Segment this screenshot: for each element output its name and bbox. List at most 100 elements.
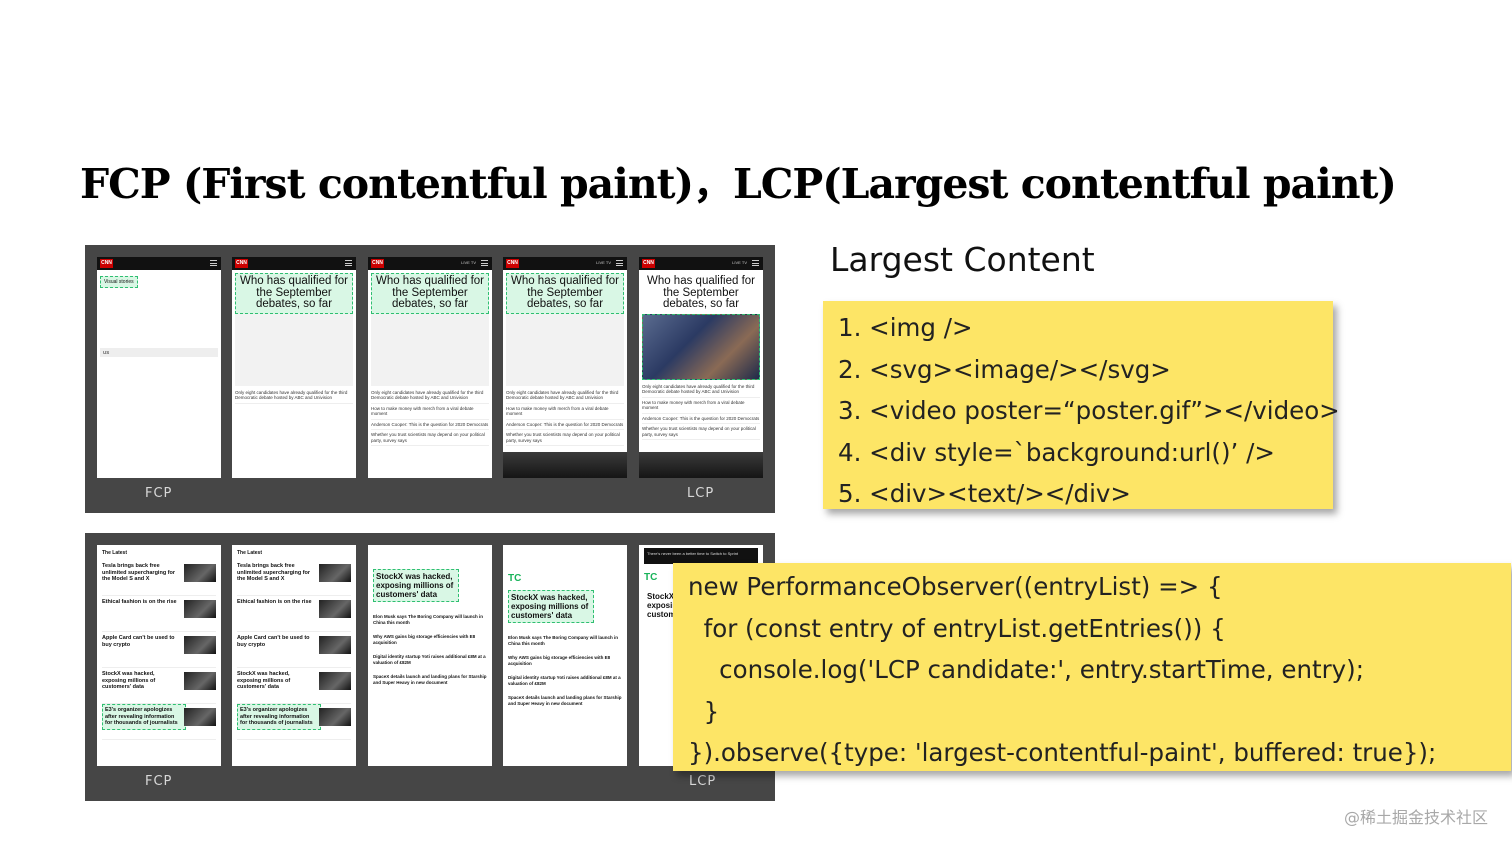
menu-icon <box>616 260 623 266</box>
filmstrip-frame: CNN Who has qualified for the September … <box>232 257 356 478</box>
item-title: Apple Card can't be used to buy crypto <box>237 635 310 648</box>
lcp-label: LCP <box>687 486 715 501</box>
filmstrip-frame: CNN LIVE TV Who has qualified for the Se… <box>639 257 763 478</box>
article-line: How to make money with merch from a vira… <box>506 406 624 420</box>
visual-stories-tag: Visual stories <box>100 276 138 288</box>
headline-highlight: Who has qualified for the September deba… <box>235 273 353 314</box>
article-list: Only eight candidates have already quali… <box>506 390 624 446</box>
list-item: Apple Card can't be used to buy crypto <box>237 632 351 668</box>
largest-content-list-note: 1. <img /> 2. <svg><image/></svg> 3. <vi… <box>823 301 1340 509</box>
headline-highlight: Who has qualified for the September deba… <box>371 273 489 314</box>
article-line: Elon Musk says The Boring Company will l… <box>373 614 484 625</box>
list-item: 4. <div style=`background:url()’ /> <box>838 437 1275 467</box>
list-item: 2. <svg><image/></svg> <box>838 354 1171 384</box>
filmstrip-frame: CNN LIVE TV Who has qualified for the Se… <box>368 257 492 478</box>
thumbnail <box>319 708 351 726</box>
list-item: Tesla brings back free unlimited superch… <box>237 560 351 596</box>
headline: Who has qualified for the September deba… <box>646 275 756 310</box>
list-item-highlight: E3's organizer apologizes after revealin… <box>102 704 216 740</box>
article-line: Whether you trust scientists may depend … <box>506 432 624 446</box>
cnn-logo: CNN <box>100 259 113 268</box>
article-line: Whether you trust scientists may depend … <box>371 432 489 446</box>
code-line: for (const entry of entryList.getEntries… <box>688 613 1226 643</box>
cnn-header: CNN <box>97 257 221 270</box>
cnn-header: CNN LIVE TV <box>639 257 763 270</box>
largest-content-heading: Largest Content <box>830 240 1095 279</box>
cnn-logo: CNN <box>371 259 384 268</box>
summary-text: Only eight candidates have already quali… <box>506 390 624 404</box>
cnn-logo: CNN <box>235 259 248 268</box>
cnn-filmstrip: CNN Visual stories US CNN Who has qualif… <box>85 245 775 513</box>
menu-icon <box>481 260 488 266</box>
filmstrip-frame: TC StockX was hacked, exposing millions … <box>503 545 627 766</box>
menu-icon <box>345 260 352 266</box>
video-thumbnail <box>639 452 763 478</box>
live-tv-label: LIVE TV <box>596 260 611 265</box>
thumbnail <box>184 564 216 582</box>
thumbnail <box>184 708 216 726</box>
filmstrip-frame: The Latest Tesla brings back free unlimi… <box>232 545 356 766</box>
article-list: Elon Musk says The Boring Company will l… <box>373 614 487 685</box>
headline-highlight: Who has qualified for the September deba… <box>506 273 624 314</box>
ad-banner: There's never been a better time to Swit… <box>644 548 758 564</box>
summary-text: Only eight candidates have already quali… <box>235 390 353 404</box>
list-item-highlight: E3's organizer apologizes after revealin… <box>237 704 351 740</box>
list-item: StockX was hacked, exposing millions of … <box>237 668 351 704</box>
article-line: SpaceX details launch and landing plans … <box>373 674 487 685</box>
code-line: new PerformanceObserver((entryList) => { <box>688 572 1223 601</box>
article-line: Digital identity startup Yoti raises add… <box>373 654 486 665</box>
article-summary: Only eight candidates have already quali… <box>235 390 353 404</box>
slide-title: FCP (First contentful paint)，LCP(Largest… <box>80 160 1397 208</box>
item-title: Tesla brings back free unlimited superch… <box>102 563 176 582</box>
thumbnail <box>319 564 351 582</box>
item-title: Tesla brings back free unlimited superch… <box>237 563 311 582</box>
article-line: Digital identity startup Yoti raises add… <box>508 675 621 686</box>
article-line: SpaceX details launch and landing plans … <box>508 695 622 706</box>
item-title: StockX was hacked, exposing millions of … <box>102 671 156 690</box>
article-line: Why AWS gains big storage efficiencies w… <box>508 655 611 666</box>
video-thumbnail <box>503 452 627 478</box>
item-title: E3's organizer apologizes after revealin… <box>237 704 321 730</box>
filmstrip-frame: The Latest Tesla brings back free unlimi… <box>97 545 221 766</box>
image-placeholder <box>506 313 624 386</box>
lcp-label: LCP <box>689 774 717 789</box>
list-item: Tesla brings back free unlimited superch… <box>102 560 216 596</box>
watermark: @稀土掘金技术社区 <box>1343 808 1488 827</box>
feature-highlight: StockX was hacked, exposing millions of … <box>373 569 459 602</box>
article-line: Why AWS gains big storage efficiencies w… <box>373 634 476 645</box>
article-list: Only eight candidates have already quali… <box>642 384 760 440</box>
item-title: E3's organizer apologizes after revealin… <box>102 704 186 730</box>
article-line: Whether you trust scientists may depend … <box>642 426 760 440</box>
filmstrip-frame: StockX was hacked, exposing millions of … <box>368 545 492 766</box>
article-line: Anderson Cooper: This is the question fo… <box>371 422 489 430</box>
techcrunch-filmstrip: The Latest Tesla brings back free unlimi… <box>85 533 775 801</box>
cnn-logo: CNN <box>642 259 655 268</box>
live-tv-label: LIVE TV <box>461 260 476 265</box>
latest-heading: The Latest <box>102 550 128 556</box>
article-line: Anderson Cooper: This is the question fo… <box>506 422 624 430</box>
feature-highlight: StockX was hacked, exposing millions of … <box>508 590 594 623</box>
fcp-label: FCP <box>145 774 173 789</box>
article-line: How to make money with merch from a vira… <box>642 400 760 414</box>
thumbnail <box>184 672 216 690</box>
summary-text: Only eight candidates have already quali… <box>371 390 489 404</box>
cnn-header: CNN LIVE TV <box>503 257 627 270</box>
list-item: 1. <img /> <box>838 313 973 342</box>
article-list: Only eight candidates have already quali… <box>371 390 489 446</box>
article-list: Elon Musk says The Boring Company will l… <box>508 635 622 706</box>
thumbnail <box>319 636 351 654</box>
article-line: Elon Musk says The Boring Company will l… <box>508 635 619 646</box>
menu-icon <box>752 260 759 266</box>
image-placeholder <box>235 313 353 386</box>
cnn-header: CNN <box>232 257 356 270</box>
debate-photo-highlight <box>642 313 760 380</box>
cnn-logo: CNN <box>506 259 519 268</box>
live-tv-label: LIVE TV <box>732 260 747 265</box>
filmstrip-frame: CNN LIVE TV Who has qualified for the Se… <box>503 257 627 478</box>
item-title: Ethical fashion is on the rise <box>102 599 177 605</box>
latest-heading: The Latest <box>237 550 263 556</box>
menu-icon <box>210 260 217 266</box>
code-snippet-note: new PerformanceObserver((entryList) => {… <box>673 563 1511 771</box>
fcp-label: FCP <box>145 486 173 501</box>
thumbnail <box>319 672 351 690</box>
